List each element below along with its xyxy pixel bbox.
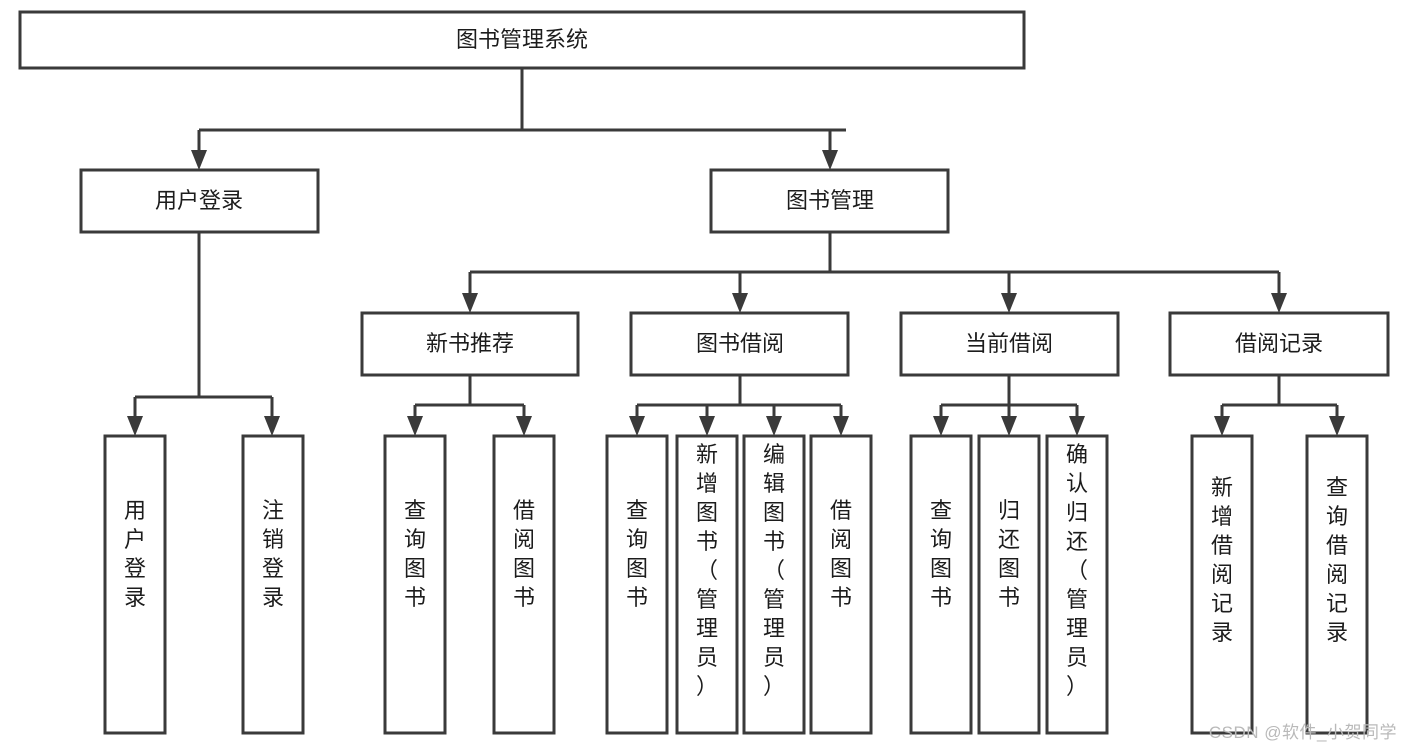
node-label-leaf-query-book-1: 查询图书 xyxy=(404,498,426,610)
node-book-management-system[interactable]: 图书管理系统 xyxy=(18,10,1026,70)
node-label-leaf-logout-login: 注销登录 xyxy=(262,498,284,610)
node-box-leaf-add-record[interactable] xyxy=(1190,434,1254,735)
node-label-leaf-edit-book: 编辑图书（管理员） xyxy=(763,442,785,699)
arrow-to-new-book xyxy=(462,293,478,313)
arrow-to-leaf-query-book-3 xyxy=(933,416,949,436)
node-box-root[interactable] xyxy=(18,10,1026,70)
csdn-watermark: CSDN @软件_小贺同学 xyxy=(1208,723,1397,742)
node-box-leaf-user-login[interactable] xyxy=(103,434,167,735)
node-leaf-add-record[interactable]: 新增借阅记录 xyxy=(1190,434,1254,735)
node-label-root: 图书管理系统 xyxy=(456,27,588,52)
arrow-to-leaf-return-book xyxy=(1001,416,1017,436)
node-box-leaf-query-book-2[interactable] xyxy=(605,434,669,735)
node-box-leaf-return-book[interactable] xyxy=(977,434,1041,735)
node-label-leaf-query-record: 查询借阅记录 xyxy=(1326,475,1348,645)
node-label-user-login: 用户登录 xyxy=(155,188,243,213)
arrow-to-borrow-record xyxy=(1271,293,1287,313)
node-leaf-logout-login[interactable]: 注销登录 xyxy=(241,434,305,735)
connectors-layer xyxy=(127,68,1345,436)
node-leaf-query-book-3[interactable]: 查询图书 xyxy=(909,434,973,735)
node-box-leaf-query-record[interactable] xyxy=(1305,434,1369,735)
arrow-to-leaf-add-book xyxy=(699,416,715,436)
node-box-book-borrow[interactable] xyxy=(629,311,850,377)
node-user-login[interactable]: 用户登录 xyxy=(79,168,320,234)
node-leaf-confirm-return[interactable]: 确认归还（管理员） xyxy=(1045,434,1109,735)
node-leaf-query-record[interactable]: 查询借阅记录 xyxy=(1305,434,1369,735)
node-box-user-login[interactable] xyxy=(79,168,320,234)
node-label-book-borrow: 图书借阅 xyxy=(696,331,784,356)
arrow-to-current-borrow xyxy=(1001,293,1017,313)
node-box-leaf-query-book-3[interactable] xyxy=(909,434,973,735)
node-leaf-query-book-2[interactable]: 查询图书 xyxy=(605,434,669,735)
node-book-borrow[interactable]: 图书借阅 xyxy=(629,311,850,377)
node-label-book-management: 图书管理 xyxy=(786,188,874,213)
node-box-new-book-recommend[interactable] xyxy=(360,311,580,377)
node-label-leaf-user-login: 用户登录 xyxy=(124,498,146,610)
node-leaf-return-book[interactable]: 归还图书 xyxy=(977,434,1041,735)
node-leaf-query-book-1[interactable]: 查询图书 xyxy=(383,434,447,735)
node-label-leaf-return-book: 归还图书 xyxy=(998,498,1020,610)
node-box-leaf-borrow-book-1[interactable] xyxy=(492,434,556,735)
node-label-new-book-recommend: 新书推荐 xyxy=(426,331,514,356)
node-label-leaf-add-record: 新增借阅记录 xyxy=(1211,475,1233,645)
arrow-to-leaf-borrow-book-1 xyxy=(516,416,532,436)
arrow-to-leaf-query-book-2 xyxy=(629,416,645,436)
node-label-leaf-borrow-book-2: 借阅图书 xyxy=(830,498,852,610)
arrow-to-leaf-user-login xyxy=(127,416,143,436)
node-leaf-borrow-book-1[interactable]: 借阅图书 xyxy=(492,434,556,735)
node-label-leaf-borrow-book-1: 借阅图书 xyxy=(513,498,535,610)
node-label-current-borrow: 当前借阅 xyxy=(965,331,1053,356)
node-leaf-borrow-book-2[interactable]: 借阅图书 xyxy=(809,434,873,735)
node-label-leaf-confirm-return: 确认归还（管理员） xyxy=(1066,442,1088,699)
arrow-to-leaf-confirm-return xyxy=(1069,416,1085,436)
node-box-leaf-borrow-book-2[interactable] xyxy=(809,434,873,735)
node-new-book-recommend[interactable]: 新书推荐 xyxy=(360,311,580,377)
arrow-to-book-borrow xyxy=(732,293,748,313)
arrow-to-leaf-edit-book xyxy=(766,416,782,436)
arrow-to-leaf-add-record xyxy=(1214,416,1230,436)
node-box-leaf-add-book[interactable] xyxy=(675,434,739,735)
arrow-to-book-management xyxy=(822,150,838,170)
arrow-to-leaf-query-record xyxy=(1329,416,1345,436)
arrow-to-leaf-borrow-book-2 xyxy=(833,416,849,436)
node-book-management[interactable]: 图书管理 xyxy=(709,168,950,234)
node-box-borrow-record[interactable] xyxy=(1168,311,1390,377)
node-leaf-add-book[interactable]: 新增图书（管理员） xyxy=(675,434,739,735)
node-current-borrow[interactable]: 当前借阅 xyxy=(899,311,1120,377)
node-box-leaf-query-book-1[interactable] xyxy=(383,434,447,735)
arrow-to-leaf-logout-login xyxy=(264,416,280,436)
node-box-current-borrow[interactable] xyxy=(899,311,1120,377)
node-leaf-user-login[interactable]: 用户登录 xyxy=(103,434,167,735)
node-box-leaf-logout-login[interactable] xyxy=(241,434,305,735)
node-box-leaf-edit-book[interactable] xyxy=(742,434,806,735)
node-borrow-record[interactable]: 借阅记录 xyxy=(1168,311,1390,377)
node-label-leaf-add-book: 新增图书（管理员） xyxy=(696,442,718,699)
node-label-leaf-query-book-2: 查询图书 xyxy=(626,498,648,610)
arrow-to-leaf-query-book-1 xyxy=(407,416,423,436)
node-label-borrow-record: 借阅记录 xyxy=(1235,331,1323,356)
arrow-to-user-login xyxy=(191,150,207,170)
node-box-book-management[interactable] xyxy=(709,168,950,234)
node-label-leaf-query-book-3: 查询图书 xyxy=(930,498,952,610)
node-leaf-edit-book[interactable]: 编辑图书（管理员） xyxy=(742,434,806,735)
node-box-leaf-confirm-return[interactable] xyxy=(1045,434,1109,735)
